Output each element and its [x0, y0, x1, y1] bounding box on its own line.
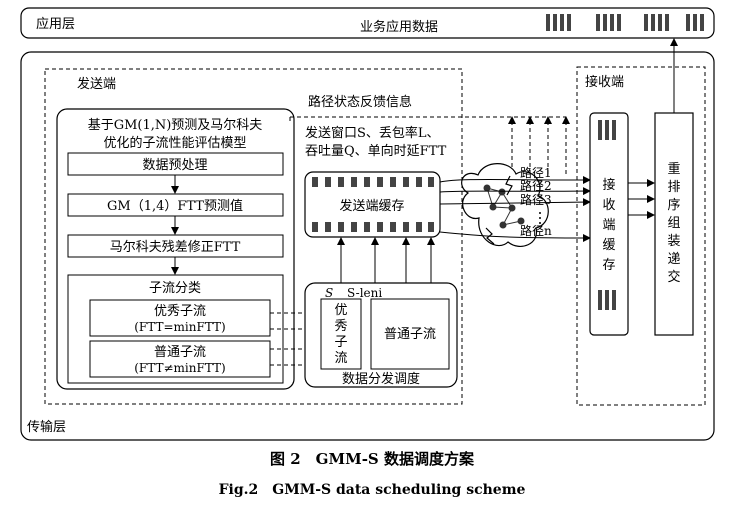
good-queue-char-4: 流	[334, 351, 347, 366]
params-line2: 吞吐量Q、单向时延FTT	[305, 143, 447, 159]
scheduler-label: 数据分发调度	[342, 371, 420, 387]
model-title-line2: 优化的子流性能评估模型	[103, 135, 246, 151]
model-title-line1: 基于GM(1,N)预测及马尔科夫	[88, 118, 263, 133]
classify-title: 子流分类	[149, 281, 201, 296]
scheduler-to-buffer-arrows	[337, 237, 435, 283]
receiver-buffer-char-2: 收	[602, 198, 615, 213]
reorder-char-7: 交	[667, 269, 680, 285]
normal-queue-label: 普通子流	[384, 327, 436, 342]
path-2-label: 路径2	[520, 178, 552, 193]
receiver-region	[576, 66, 706, 406]
path-lines	[439, 175, 591, 242]
application-layer-label: 应用层	[36, 16, 75, 32]
reorder-char-5: 装	[667, 234, 680, 249]
reorder-box	[654, 112, 694, 336]
receiver-buffer-char-4: 缓	[602, 238, 615, 253]
step-markov: 马尔科夫残差修正FTT	[110, 240, 241, 255]
reorder-char-4: 组	[667, 216, 680, 231]
transport-layer-label: 传输层	[27, 419, 66, 435]
receiver-buffer-char-1: 接	[602, 177, 615, 193]
reorder-char-3: 序	[667, 198, 680, 213]
normal-subflow-line2: (FTT≠minFTT)	[134, 361, 225, 375]
receiver-label: 接收端	[585, 74, 624, 90]
network-cloud-icon	[461, 163, 549, 247]
feedback-label: 路径状态反馈信息	[308, 94, 412, 110]
reorder-char-1: 重	[667, 161, 680, 177]
sender-region	[44, 68, 463, 405]
good-queue-char-3: 子	[334, 335, 347, 350]
figure-caption-en: Fig.2 GMM-S data scheduling scheme	[218, 482, 526, 498]
params-line1: 发送窗口S、丢包率L、	[305, 125, 440, 141]
sender-label: 发送端	[77, 76, 116, 92]
good-queue-char-1: 优	[334, 303, 347, 318]
path-3-label: 路径3	[520, 192, 552, 207]
normal-subflow-box	[89, 340, 271, 378]
good-queue-char-2: 秀	[334, 319, 347, 334]
receiver-buffer-char-3: 端	[602, 218, 615, 233]
app-data-label: 业务应用数据	[360, 19, 438, 35]
path-n-label: 路径n	[520, 223, 552, 238]
good-subflow-line1: 优秀子流	[154, 304, 206, 319]
reorder-char-6: 递	[667, 252, 680, 267]
good-subflow-line2: (FTT=minFTT)	[134, 320, 225, 334]
good-subflow-queue	[320, 298, 362, 370]
scheduler-s-leni-label: S-leni	[347, 286, 382, 300]
receiver-buffer-char-5: 存	[602, 258, 615, 273]
buffer-to-reorder-arrows	[628, 179, 655, 219]
path-ellipsis	[539, 212, 541, 224]
feedback-arrows	[289, 116, 570, 174]
scheduler-s-label: S	[325, 286, 333, 300]
sender-buffer-label: 发送端缓存	[339, 198, 404, 214]
sender-buffer-packets	[312, 177, 434, 232]
path-1-label: 路径1	[520, 165, 552, 180]
receiver-buffer-packets	[598, 120, 616, 310]
step-preprocess: 数据预处理	[142, 158, 207, 173]
application-layer-box	[20, 7, 715, 39]
classify-to-scheduler-arrows	[270, 309, 321, 369]
reorder-char-2: 排	[667, 180, 680, 195]
app-data-packets	[546, 14, 704, 31]
step-gm-predict: GM（1,4）FTT预测值	[107, 198, 243, 214]
receiver-buffer-box	[589, 112, 629, 336]
normal-subflow-queue	[370, 298, 450, 370]
figure-caption-cn: 图 2 GMM-S 数据调度方案	[270, 450, 474, 468]
normal-subflow-line1: 普通子流	[154, 345, 206, 360]
good-subflow-box	[89, 299, 271, 337]
